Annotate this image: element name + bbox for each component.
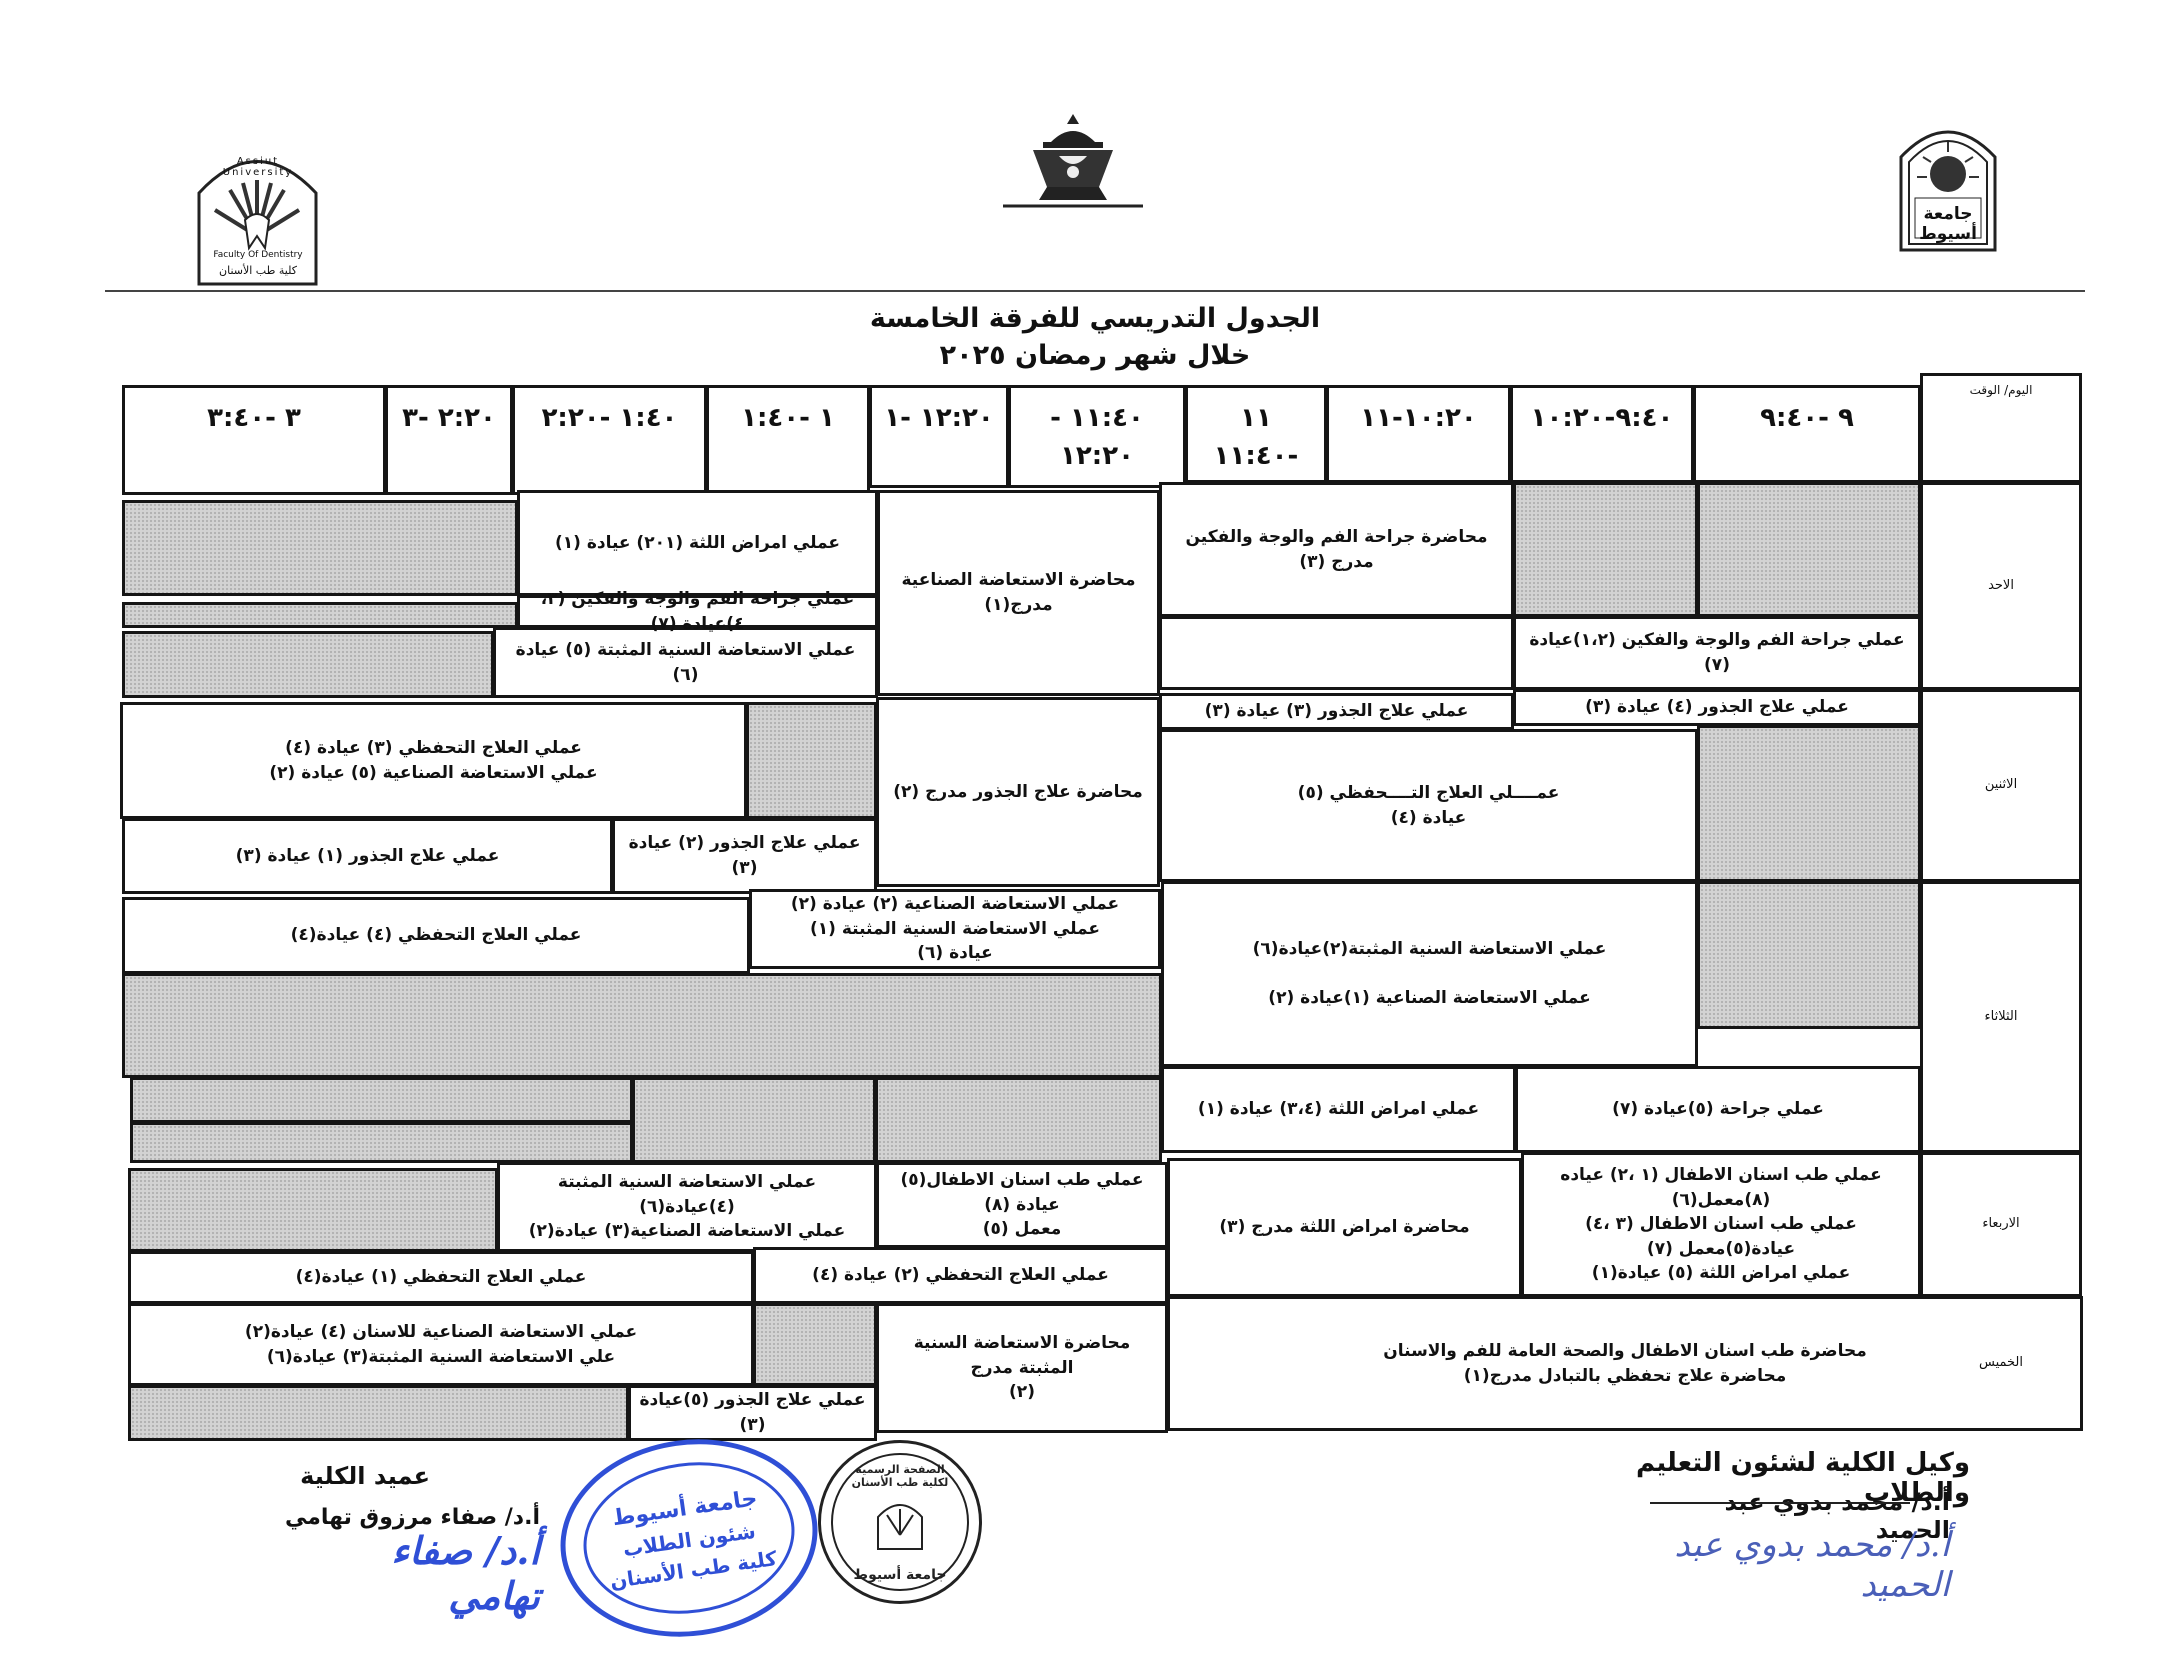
- time-header-7: ١ -١:٤٠: [706, 385, 870, 495]
- faculty-logo-line-2: Faculty Of Dentistry: [213, 250, 303, 260]
- time-header-8: ١:٤٠ -٢:٢٠: [512, 385, 707, 495]
- tue-surgery-5: عملي جراحة (٥)عيادة (٧): [1515, 1066, 1921, 1153]
- wed-empty-1: [128, 1168, 498, 1252]
- wed-pedo-5: عملي طب اسنان الاطفال(٥) عيادة (٨) معمل …: [876, 1162, 1168, 1248]
- sun-jaw-practical-2: عملي جراحة الفم والوجة والفكين (٣، ٤)عيا…: [517, 589, 878, 634]
- oval-stamp: جامعة أسيوط شئون الطلاب كلية طب الأسنان: [547, 1423, 831, 1653]
- round-seal: الصفحة الرسمية لكلية طب الأسنان جامعة أس…: [818, 1440, 982, 1604]
- wed-operative-2: عملي العلاج التحفظي (٢) عيادة (٤): [753, 1247, 1168, 1304]
- thu-fixed-lecture: محاضرة الاستعاضة السنية المثبتة مدرج (٢): [876, 1303, 1168, 1433]
- sun-empty-1: [1697, 482, 1921, 617]
- mon-endo-lecture: محاضرة علاج الجذور مدرج (٢): [876, 697, 1160, 887]
- tue-empty-1: [1697, 881, 1921, 1029]
- wed-operative-1: عملي العلاج التحفظي (١) عيادة(٤): [128, 1251, 754, 1304]
- tue-empty-2: [122, 973, 1162, 1078]
- sun-empty-3: [1159, 616, 1514, 690]
- faculty-logo-line-3: كلية طب الأسنان: [219, 264, 297, 277]
- day-sunday: الاحد: [1920, 482, 2082, 690]
- time-header-5: ١١:٤٠ - ١٢:٢٠: [1008, 385, 1186, 488]
- sun-jaw-lecture: محاضرة جراحة الفم والوجة والفكين مدرج (٣…: [1159, 482, 1514, 617]
- tue-empty-6: [130, 1122, 633, 1163]
- sun-empty-2: [1513, 482, 1698, 617]
- sun-perio-practical: عملي امراض اللثة (٢٠١) عيادة (١): [517, 490, 878, 596]
- wed-pedo-perio: عملي طب اسنان الاطفال (١ ،٢) عياده (٨)مع…: [1521, 1152, 1921, 1297]
- tue-empty-3: [875, 1077, 1162, 1163]
- vice-dean-title: وكيل الكلية لشئون التعليم والطلاب: [1636, 1448, 1970, 1508]
- header-rule: [105, 290, 2085, 292]
- mon-endo-1: عملي علاج الجذور (١) عيادة (٣): [122, 818, 613, 894]
- day-monday: الاثنين: [1920, 689, 2082, 882]
- tue-prosth-fixed: عملي الاستعاضة الصناعية (٢) عيادة (٢) عم…: [749, 889, 1161, 969]
- thu-empty-1: [753, 1303, 877, 1386]
- day-tuesday: الثلاثاء: [1920, 881, 2082, 1153]
- vice-dean-strike: [1650, 1502, 1910, 1504]
- mon-endo-3: عملي علاج الجذور (٣) عيادة (٣): [1159, 693, 1514, 730]
- tue-empty-5: [130, 1077, 633, 1123]
- vice-dean-signature: أ.د/ محمد بدوي عبد الحميد: [1674, 1525, 1950, 1605]
- sun-fixed-practical: عملي الاستعاضة السنية المثبتة (٥) عيادة …: [493, 627, 878, 698]
- mon-operative-prosth: عملي العلاج التحفظي (٣) عيادة (٤) عملي ا…: [120, 702, 747, 819]
- time-header-10: ٣ -٣:٤٠: [122, 385, 386, 495]
- time-header-1: ٩ -٩:٤٠: [1693, 385, 1921, 483]
- tue-empty-4: [632, 1077, 876, 1163]
- time-header-4: ١١ -١١:٤٠: [1185, 385, 1327, 483]
- university-logo-text: جامعة أسيوط: [1919, 204, 1977, 245]
- tue-fixed-removable: عملي الاستعاضة السنية المثبتة(٢)عيادة(٦)…: [1161, 881, 1698, 1067]
- mon-endo-2: عملي علاج الجذور (٢) عيادة (٣): [612, 818, 877, 894]
- time-header-3: ١٠:٢٠-١١: [1326, 385, 1511, 483]
- tue-perio-34: عملي امراض اللثة (٣،٤) عيادة (١): [1161, 1066, 1516, 1153]
- thu-endo-5: عملي علاج الجذور (٥)عيادة (٣): [628, 1385, 877, 1441]
- mon-empty-1: [1697, 725, 1921, 882]
- day-wednesday: الاربعاء: [1920, 1152, 2082, 1297]
- time-header-6: ١٢:٢٠ -١: [869, 385, 1009, 488]
- thu-pedo-lecture: محاضرة طب اسنان الاطفال والصحة العامة لل…: [1167, 1296, 2083, 1431]
- faculty-logo: Assiut University Faculty Of Dentistry ك…: [195, 138, 320, 288]
- round-seal-line-1: الصفحة الرسمية لكلية طب الأسنان: [851, 1463, 949, 1490]
- dean-signature: أ.د/ صفاء تهامي: [391, 1528, 540, 1618]
- wed-fixed-prosth: عملي الاستعاضة السنية المثبتة (٤)عيادة(٦…: [497, 1162, 877, 1252]
- thu-empty-2: [128, 1385, 629, 1441]
- page-subtitle: خلال شهر رمضان ٢٠٢٥: [939, 340, 1251, 371]
- time-header-2: ٩:٤٠-١٠:٢٠: [1510, 385, 1694, 483]
- dean-title: عميد الكلية: [300, 1462, 430, 1490]
- sun-empty-6: [122, 631, 494, 698]
- mon-empty-2: [746, 702, 877, 819]
- faculty-logo-line-1: Assiut University: [222, 156, 294, 178]
- sun-empty-5: [122, 602, 518, 628]
- round-seal-line-2: جامعة أسيوط: [853, 1567, 947, 1583]
- time-header-9: ٢:٢٠ -٣: [385, 385, 513, 495]
- corner-cell: اليوم/ الوقت: [1920, 373, 2082, 483]
- mon-operative: عمــــلي العلاج التــــحفظي (٥) عيادة (٤…: [1159, 729, 1698, 882]
- dean-name: أ.د/ صفاء مرزوق تهامي: [284, 1505, 540, 1530]
- sun-prosth-lecture: محاضرة الاستعاضة الصناعية مدرج(١): [877, 490, 1160, 696]
- seal-logo-icon: [875, 1495, 925, 1551]
- sun-jaw-practical: عملي جراحة الفم والوجة والفكين (١،٢)عياد…: [1513, 616, 1921, 690]
- sun-empty-4: [122, 500, 518, 596]
- mon-endo-4: عملي علاج الجذور (٤) عيادة (٣): [1513, 689, 1921, 726]
- page-title: الجدول التدريسي للفرقة الخامسة: [869, 303, 1321, 334]
- tue-operative-4: عملي العلاج التحفظي (٤) عيادة(٤): [122, 897, 750, 974]
- thu-prosth-fixed: عملي الاستعاضة الصناعية للاسنان (٤) عياد…: [128, 1303, 754, 1386]
- lantern-icon: [1003, 112, 1143, 212]
- university-logo: جامعة أسيوط: [1893, 112, 2003, 252]
- wed-perio-lecture: محاضرة امراض اللثة مدرج (٣): [1167, 1158, 1522, 1297]
